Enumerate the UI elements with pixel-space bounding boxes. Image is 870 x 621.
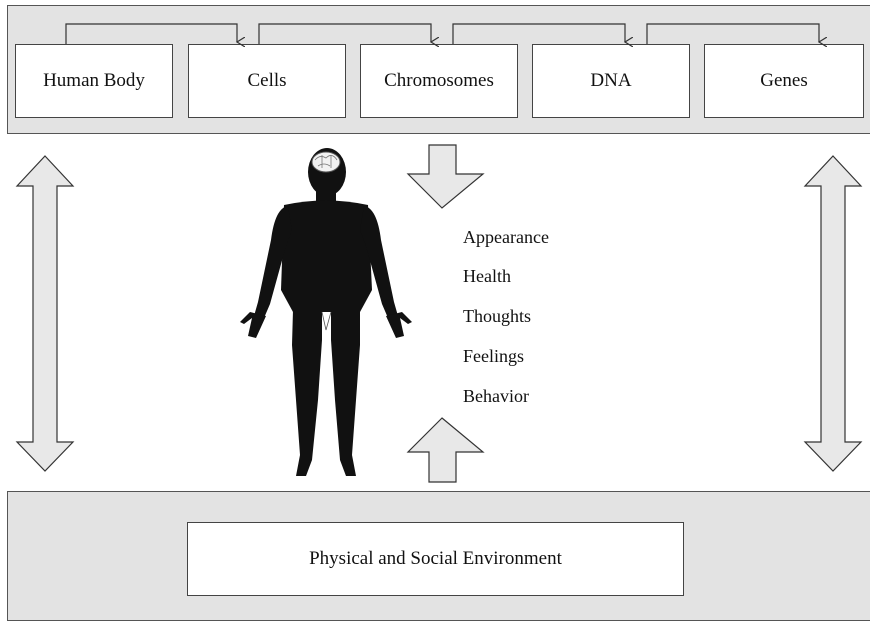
human-silhouette-icon [240, 148, 412, 476]
box-cells: Cells [188, 44, 346, 118]
connector-body-cells [65, 23, 237, 44]
box-chromosomes: Chromosomes [360, 44, 518, 118]
left-double-arrow [15, 155, 75, 472]
environment-label: Physical and Social Environment [309, 548, 562, 569]
trait-appearance: Appearance [463, 227, 549, 247]
right-double-arrow [803, 155, 863, 472]
box-human-body: Human Body [15, 44, 173, 118]
trait-thoughts: Thoughts [463, 306, 532, 326]
down-arrow [406, 144, 485, 209]
environment-box: Physical and Social Environment [187, 522, 684, 596]
brain-icon [311, 151, 341, 173]
box-chromosomes-label: Chromosomes [384, 70, 494, 91]
trait-feelings: Feelings [463, 346, 524, 366]
trait-health: Health [463, 266, 511, 286]
up-arrow [406, 417, 485, 483]
trait-behavior: Behavior [463, 386, 529, 406]
connector-dna-genes [646, 23, 819, 44]
box-genes: Genes [704, 44, 864, 118]
box-human-body-label: Human Body [43, 70, 145, 91]
connector-cells-chromosomes [258, 23, 431, 44]
box-cells-label: Cells [247, 70, 287, 91]
box-dna-label: DNA [590, 70, 632, 91]
connector-chromosomes-dna [452, 23, 625, 44]
box-genes-label: Genes [760, 70, 808, 91]
box-dna: DNA [532, 44, 690, 118]
